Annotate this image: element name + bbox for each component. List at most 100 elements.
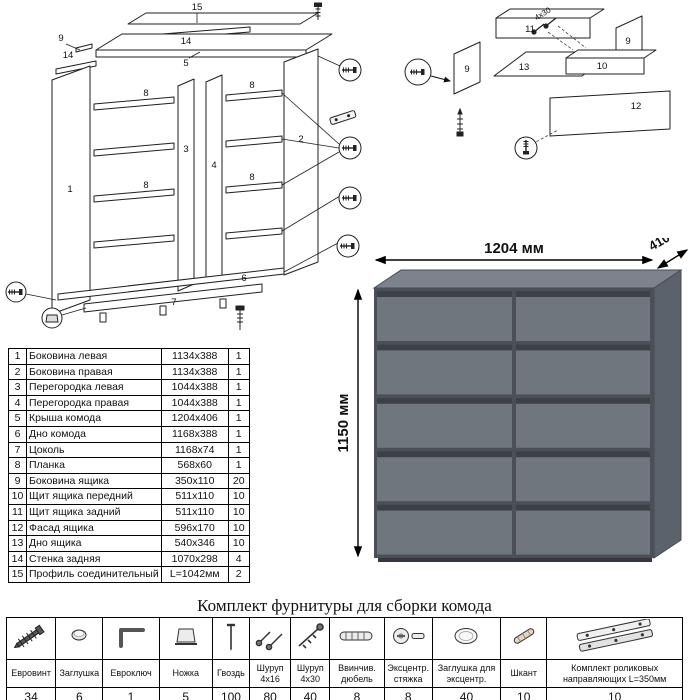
- parts-table-body: 1 Боковина левая 1134x388 1 2 Боковина п…: [8, 348, 250, 583]
- part-callout-label: 8: [143, 180, 148, 191]
- cabinet-diagram-panel: 15 14 14 5 9 1 8 8 8 8 2 3 4 7 6: [0, 0, 396, 351]
- part-callout-label: 11: [525, 24, 535, 35]
- part-callout-label: 9: [464, 64, 469, 75]
- hex-key-icon: [119, 628, 146, 648]
- part-callout-label: 8: [143, 88, 148, 99]
- part-qty: 10: [227, 535, 250, 552]
- drawer-handle-groove: [516, 504, 650, 511]
- part-size: 511x110: [160, 488, 229, 505]
- parts-table-row: 6 Дно комода 1168x388 1: [8, 425, 250, 443]
- parts-table-row: 12 Фасад ящика 596x170 10: [8, 519, 250, 537]
- parts-table-row: 8 Планка 568x60 1: [8, 457, 250, 474]
- cabinet-labels: 15 14 14 5 9 1 8 8 8 8 2 3 4 7 6: [58, 2, 303, 308]
- cabinet-leg: [219, 298, 227, 309]
- part-callout-label: 14: [63, 50, 74, 61]
- hardware-qty: 8: [383, 687, 433, 700]
- width-dimension-label: 1204 мм: [484, 240, 544, 257]
- part-size: 1134x388: [160, 363, 229, 381]
- part-size: 1168x74: [160, 441, 229, 459]
- drawer-handle-groove: [516, 291, 650, 297]
- parts-table-row: 13 Дно ящика 540x346 10: [8, 535, 250, 552]
- hardware-qty: 10: [546, 687, 683, 700]
- drawer-exploded-diagram: 11 9 9 13 10 12 4x30: [404, 5, 671, 160]
- hardware-qty: 80: [249, 687, 292, 700]
- drawer-front: [377, 504, 512, 555]
- part-number: 2: [8, 363, 27, 381]
- drawer-front: [377, 397, 512, 448]
- part-name: Перегородка левая: [26, 379, 162, 396]
- hardware-names-row: Евровинт Заглушка Евроключ Ножка Гвоздь …: [5, 659, 683, 688]
- hardware-qty: 5: [158, 687, 213, 700]
- part-size: 568x60: [160, 457, 229, 474]
- part-name: Дно комода: [26, 425, 162, 443]
- part-number: 11: [8, 503, 27, 521]
- part-qty: 10: [227, 488, 250, 505]
- part-name: Боковина левая: [26, 348, 162, 365]
- hardware-qty: 40: [431, 687, 502, 700]
- cabinet-rail: [93, 234, 175, 249]
- part-qty: 1: [227, 363, 250, 381]
- dresser-base-shadow: [378, 558, 652, 562]
- part-qty: 10: [227, 503, 250, 521]
- hardware-qty: 6: [55, 687, 104, 700]
- parts-table-row: 7 Цоколь 1168x74 1: [8, 441, 250, 459]
- part-callout-label: 8: [249, 172, 254, 183]
- part-number: 5: [8, 410, 27, 427]
- parts-table: 1 Боковина левая 1134x388 1 2 Боковина п…: [8, 348, 250, 583]
- nail-icon: [226, 623, 235, 651]
- parts-table-row: 5 Крыша комода 1204x406 1: [8, 410, 250, 427]
- screws-4x30-icon: [531, 17, 557, 35]
- leader-lines: [25, 13, 341, 316]
- part-number: 9: [8, 472, 27, 490]
- drawer-front: [516, 291, 650, 341]
- part-number: 6: [8, 425, 27, 443]
- parts-table-row: 9 Боковина ящика 350x110 20: [8, 472, 250, 490]
- drawer-front: [377, 451, 512, 502]
- screw-dowel-icon: [339, 631, 373, 641]
- vertical-screw-icon: [314, 2, 322, 20]
- cabinet-rail: [225, 135, 283, 148]
- part-qty: 1: [227, 348, 250, 365]
- cabinet-rail: [93, 188, 175, 203]
- cabinet-leg: [159, 305, 167, 316]
- hardware-callouts: [5, 58, 362, 329]
- drawer-left-side: [453, 41, 481, 95]
- drawer-front: [377, 344, 512, 395]
- dowel-icon: [513, 628, 534, 644]
- hardware-qty: 34: [5, 687, 57, 700]
- part-name: Фасад ящика: [26, 519, 162, 537]
- hardware-kit-table: Евровинт Заглушка Евроключ Ножка Гвоздь …: [5, 617, 683, 700]
- part-callout-label: 2: [298, 134, 303, 145]
- cabinet-right-side: [283, 48, 319, 276]
- cabinet-rail: [93, 96, 175, 111]
- part-qty: 1: [227, 394, 250, 412]
- part-callout-label: 14: [181, 36, 192, 47]
- part-name: Планка: [26, 457, 162, 474]
- cabinet-leg: [99, 312, 107, 323]
- cabinet-bottom-board: [57, 267, 285, 301]
- part-size: 1168x388: [160, 425, 229, 443]
- hardware-qty-row: 34 6 1 5 100 80 40 8 8 40 10 10: [5, 687, 683, 700]
- part-number: 7: [8, 441, 27, 459]
- part-qty: 1: [227, 379, 250, 396]
- drawer-front: [516, 451, 650, 502]
- part-size: 596x170: [160, 519, 229, 537]
- drawer-front: [377, 291, 512, 341]
- hardware-name: Заглушка: [55, 659, 104, 688]
- part-callout-label: 6: [241, 273, 246, 284]
- vertical-screw-icon: [235, 305, 245, 330]
- part-callout-label: 7: [171, 297, 176, 308]
- dresser-render: 1204 мм 1150 мм 410 мм: [335, 218, 689, 562]
- part-size: 350x110: [160, 472, 229, 490]
- cam-cap-icon: [454, 628, 478, 644]
- hardware-name: Шкант: [500, 659, 548, 688]
- cabinet-top-board: [95, 33, 333, 51]
- cabinet-partition-right: [205, 74, 223, 284]
- part-callout-label: 9: [625, 36, 630, 47]
- hardware-kit-title: Комплект фурнитуры для сборки комода: [197, 596, 492, 615]
- part-qty: 10: [227, 519, 250, 537]
- cam-lock-icon: [393, 628, 425, 644]
- part-name: Профиль соединительный: [26, 566, 162, 583]
- part-callout-label: 4: [211, 160, 216, 171]
- drawer-front: [516, 504, 650, 555]
